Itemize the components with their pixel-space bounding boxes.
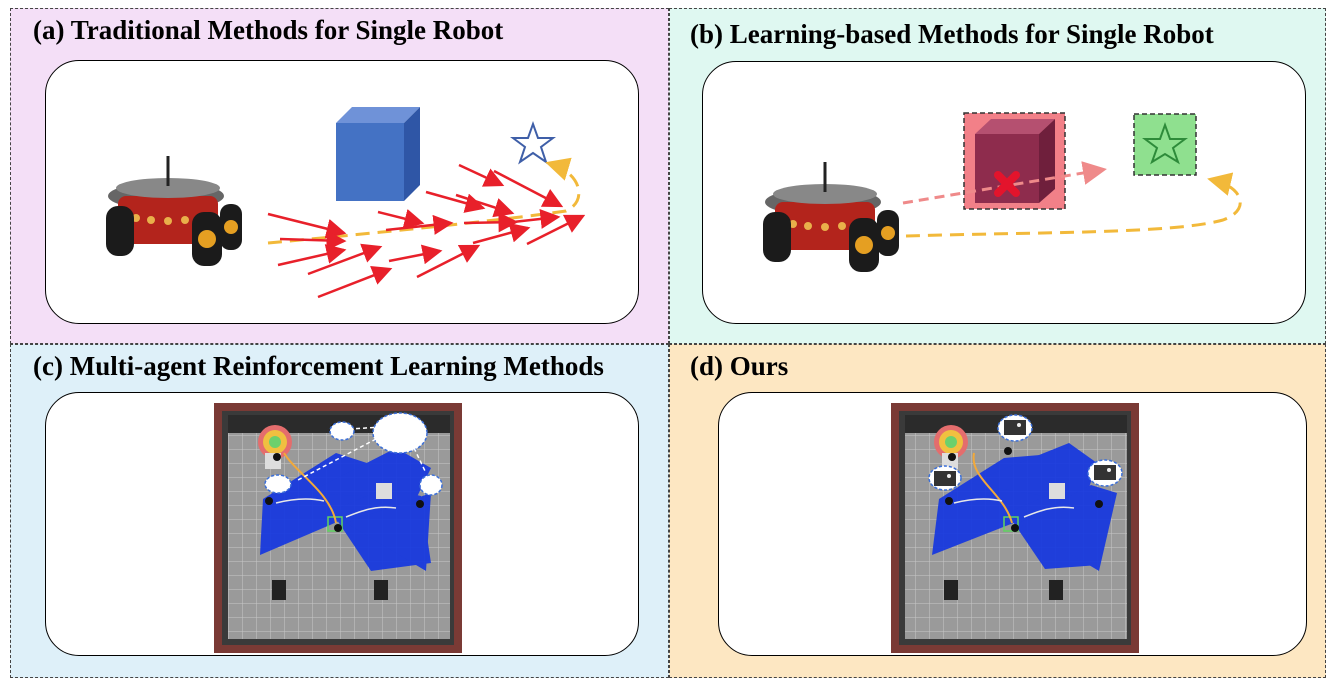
robot-icon [763,162,899,272]
arena-map [891,403,1139,653]
trajectory-path [905,172,1242,238]
robot-icon [106,156,242,266]
panel-a-card [45,60,639,324]
thought-cloud-icon [264,412,443,496]
force-arrows [267,163,586,299]
panel-d-card [718,392,1307,656]
cross-mark-icon [994,171,1020,197]
arena-map [214,403,462,653]
trajectory-path [267,157,581,245]
star-goal-icon [510,121,556,165]
panel-c-title: (c) Multi-agent Reinforcement Learning M… [33,351,604,381]
panel-d: (d) Ours [669,344,1326,678]
panel-c: (c) Multi-agent Reinforcement Learning M… [10,344,669,678]
panel-b: (b) Learning-based Methods for Single Ro… [669,8,1326,344]
panel-b-title: (b) Learning-based Methods for Single Ro… [690,19,1214,49]
cube-obstacle-icon [336,107,420,201]
cube-obstacle-icon [963,112,1066,210]
panel-c-card [45,392,639,656]
star-goal-icon [1133,113,1197,176]
panel-a-title: (a) Traditional Methods for Single Robot [33,15,504,45]
panel-b-card [702,61,1306,324]
panel-a: (a) Traditional Methods for Single Robot [10,8,669,344]
panel-d-title: (d) Ours [690,351,789,381]
